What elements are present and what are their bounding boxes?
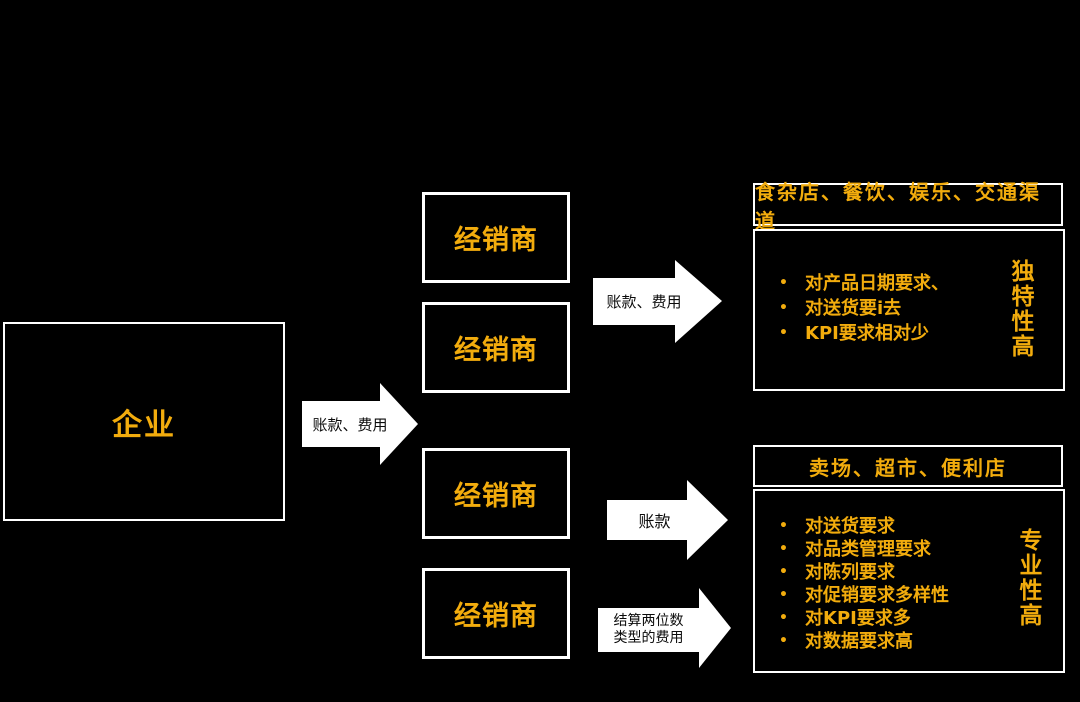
bullet-icon: • (779, 633, 788, 649)
arrow-enterprise-to-distributors: 账款、费用 (302, 383, 418, 465)
bullet-text: 对送货要i去 (805, 298, 902, 319)
arrow-head-icon (675, 260, 722, 343)
bullet-text: 对KPI要求多 (805, 608, 911, 629)
modern-channel-bullet-list: • 对送货要求 • 对品类管理要求 • 对陈列要求 • 对促销要求多样性 • 对… (779, 515, 949, 653)
modern-channel-body: • 对送货要求 • 对品类管理要求 • 对陈列要求 • 对促销要求多样性 • 对… (753, 489, 1065, 673)
arrow-tail (607, 500, 687, 540)
bullet-icon: • (779, 300, 788, 316)
distributor-box-2: 经销商 (422, 302, 570, 393)
bullet-icon: • (779, 587, 788, 603)
traditional-channel-header: 食杂店、餐饮、娱乐、交通渠道 (753, 180, 1063, 233)
arrow-label: 账款、费用 (312, 415, 388, 434)
traditional-channel-body: • 对产品日期要求、 • 对送货要i去 • KPI要求相对少 独特性高 (753, 229, 1065, 391)
enterprise-box: 企业 (3, 322, 285, 521)
distributor-label: 经销商 (454, 225, 538, 256)
list-item: • 对送货要求 (779, 515, 949, 538)
bullet-text: 对产品日期要求、 (805, 273, 949, 294)
arrow-tail (593, 278, 675, 325)
bullet-icon: • (779, 275, 788, 291)
bullet-text: 对促销要求多样性 (805, 585, 949, 606)
list-item: • KPI要求相对少 (779, 321, 949, 346)
arrow-label-line2: 类型的费用 (613, 630, 684, 646)
arrow-head-icon (699, 588, 731, 668)
arrow-to-modern-channel-payment: 账款 (607, 480, 728, 560)
arrow-tail (598, 608, 699, 652)
arrow-head-icon (380, 383, 418, 465)
enterprise-label: 企业 (112, 407, 176, 443)
modern-channel-title: 卖场、超市、便利店 (809, 455, 1007, 480)
arrow-to-traditional-channel: 账款、费用 (593, 260, 722, 343)
distributor-box-3: 经销商 (422, 448, 570, 539)
bullet-text: 对送货要求 (805, 516, 895, 537)
list-item: • 对数据要求高 (779, 630, 949, 653)
arrow-label: 账款 (638, 512, 671, 531)
bullet-icon: • (779, 325, 788, 341)
bullet-text: 对品类管理要求 (805, 539, 931, 560)
list-item: • 对送货要i去 (779, 296, 949, 321)
traditional-channel-title: 食杂店、餐饮、娱乐、交通渠道 (755, 179, 1041, 233)
bullet-text: KPI要求相对少 (805, 323, 929, 344)
distributor-box-4: 经销商 (422, 568, 570, 659)
bullet-icon: • (779, 518, 788, 534)
modern-channel-side-label: 专业性高 (1015, 528, 1041, 628)
distributor-label: 经销商 (454, 601, 538, 632)
bullet-text: 对陈列要求 (805, 562, 895, 583)
list-item: • 对陈列要求 (779, 561, 949, 584)
arrow-to-modern-channel-fee: 结算两位数 类型的费用 (598, 588, 731, 668)
arrow-label: 结算两位数 类型的费用 (598, 608, 699, 652)
modern-channel-header: 卖场、超市、便利店 (753, 445, 1063, 487)
traditional-channel-bullet-list: • 对产品日期要求、 • 对送货要i去 • KPI要求相对少 (779, 271, 949, 346)
distributor-box-1: 经销商 (422, 192, 570, 283)
distributor-label: 经销商 (454, 481, 538, 512)
arrow-label: 账款、费用 (606, 293, 682, 311)
list-item: • 对KPI要求多 (779, 607, 949, 630)
bullet-icon: • (779, 610, 788, 626)
arrow-tail (302, 401, 380, 447)
list-item: • 对产品日期要求、 (779, 271, 949, 296)
traditional-channel-side-label: 独特性高 (1007, 259, 1033, 359)
arrow-head-icon (687, 480, 728, 560)
bullet-text: 对数据要求高 (805, 631, 913, 652)
list-item: • 对促销要求多样性 (779, 584, 949, 607)
bullet-icon: • (779, 564, 788, 580)
list-item: • 对品类管理要求 (779, 538, 949, 561)
bullet-icon: • (779, 541, 788, 557)
distributor-label: 经销商 (454, 335, 538, 366)
arrow-label-line1: 结算两位数 (613, 612, 684, 629)
